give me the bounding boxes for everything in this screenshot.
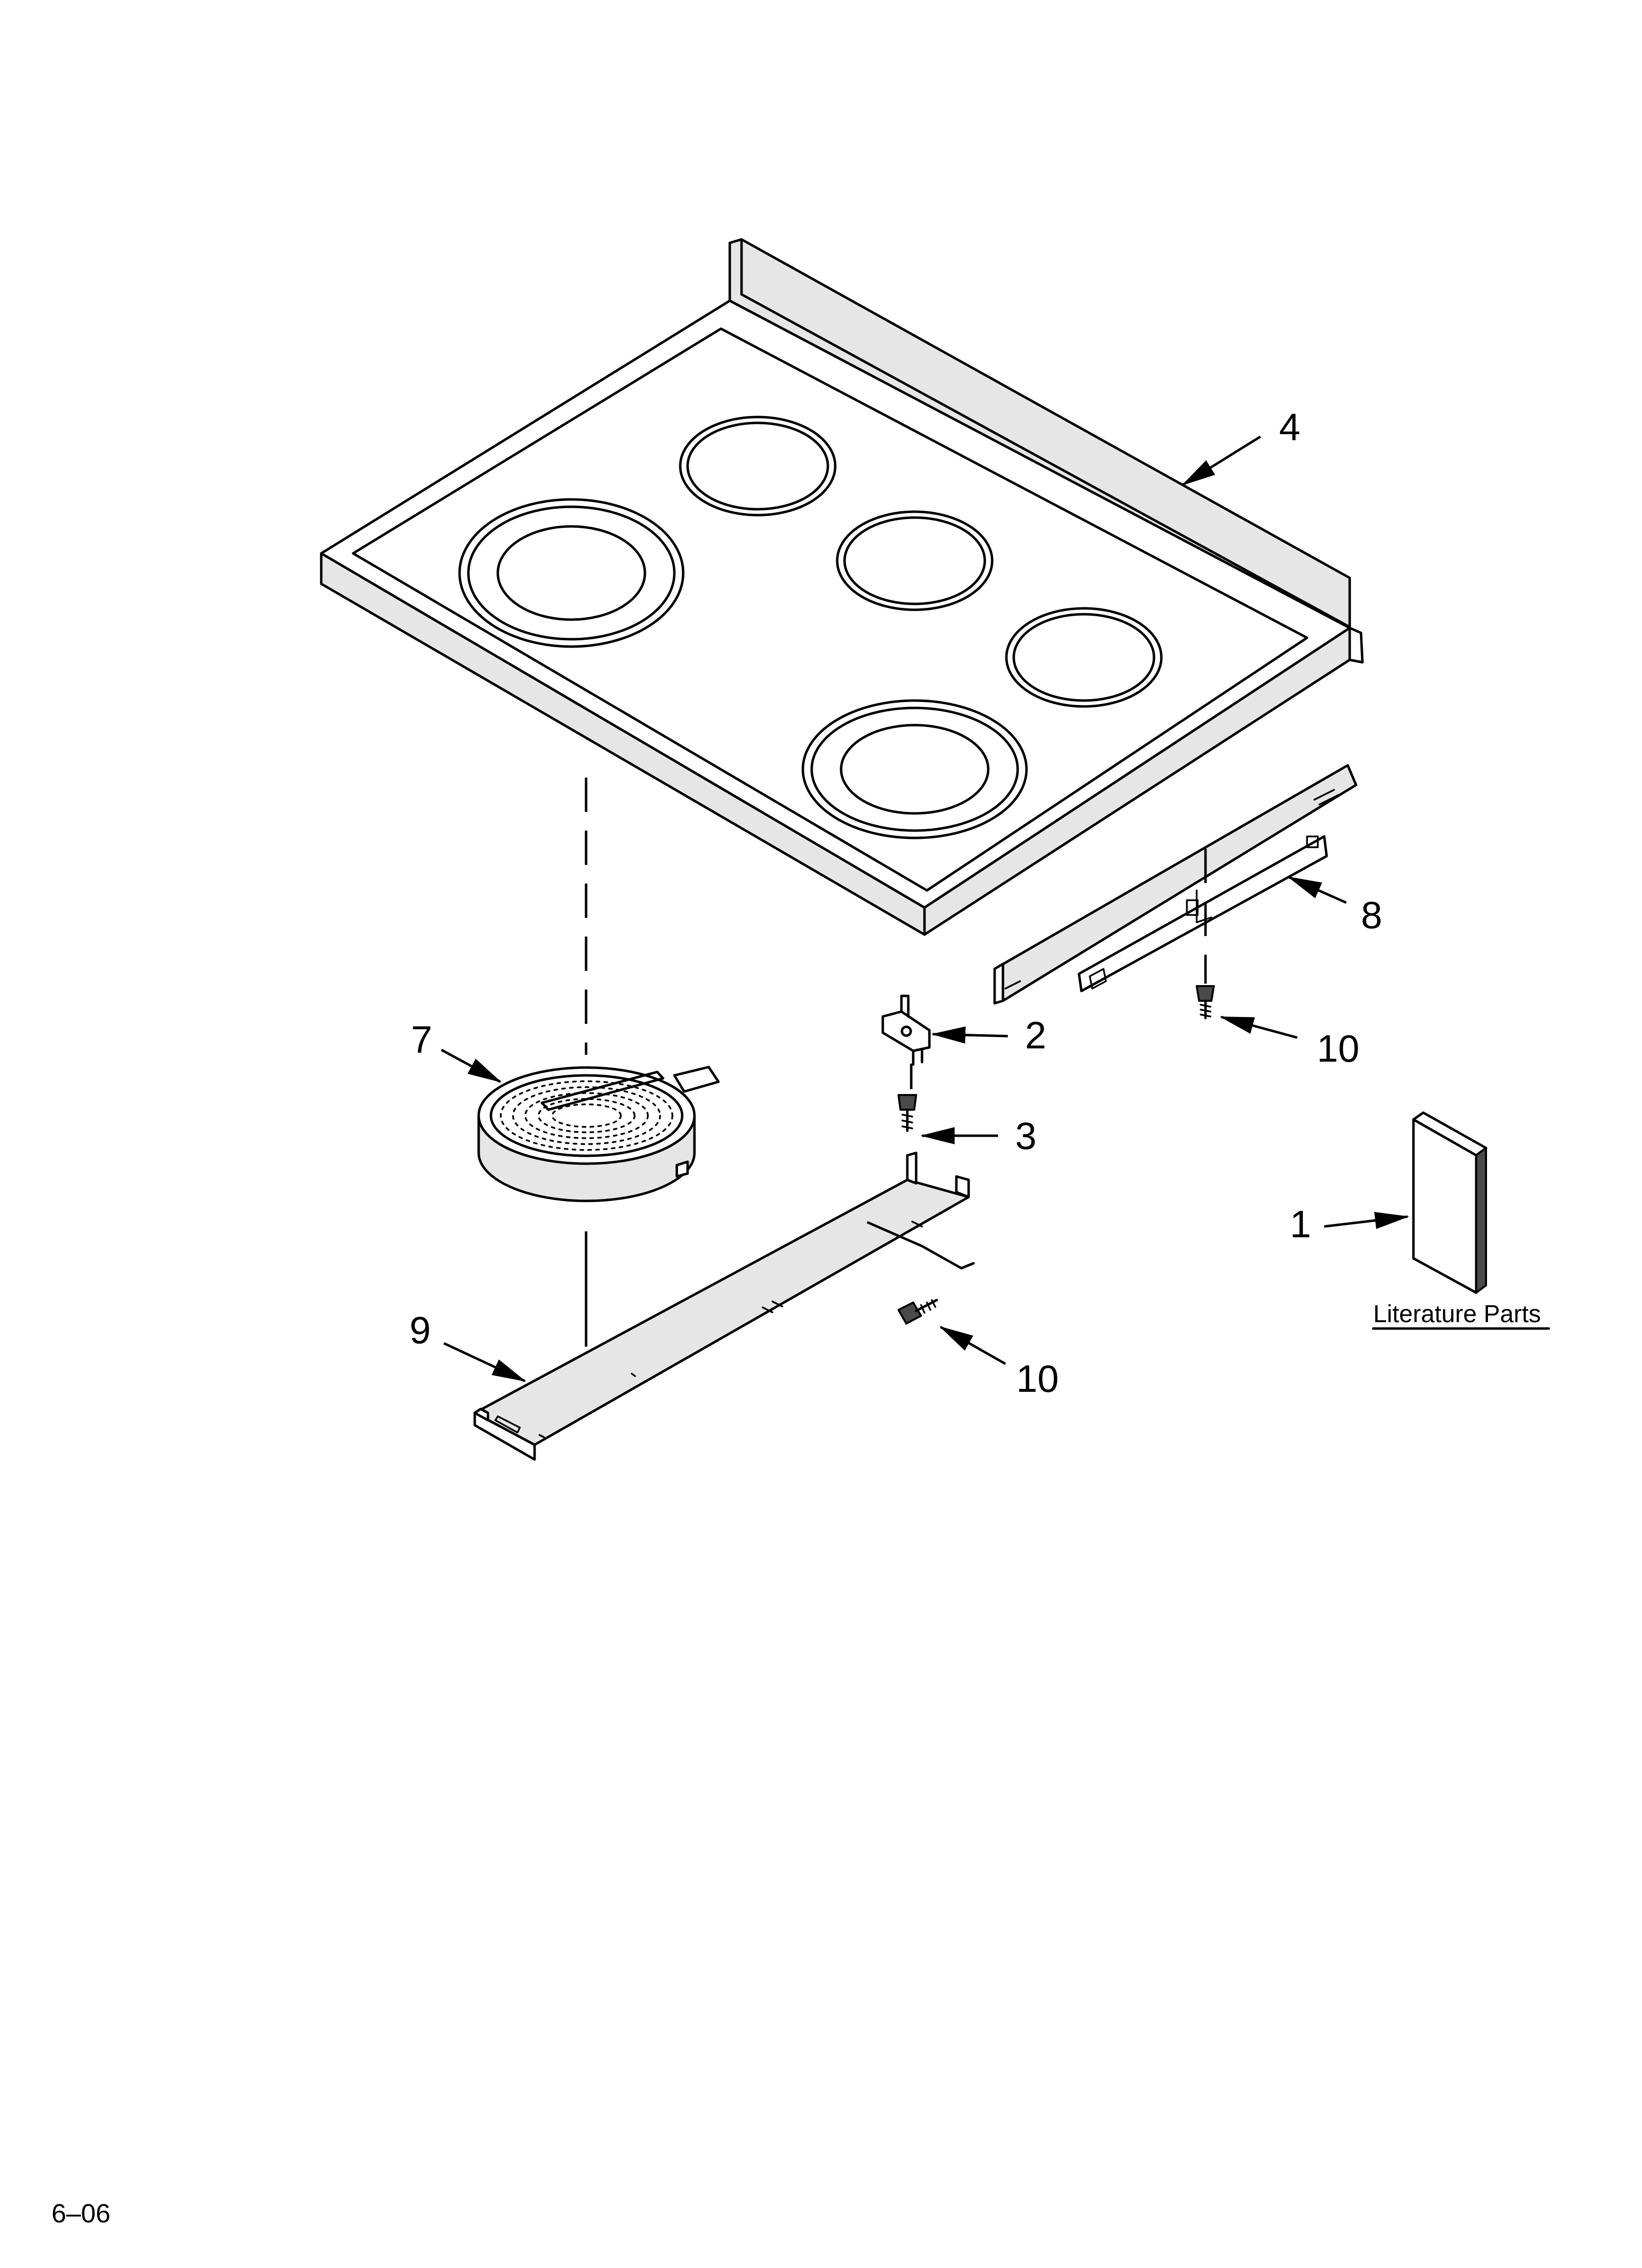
burner-center xyxy=(836,510,994,611)
leader-9 xyxy=(443,1342,527,1382)
clip xyxy=(881,994,931,1066)
leader-10-upper xyxy=(1219,1016,1298,1039)
callout-9: 9 xyxy=(410,1308,431,1352)
rear-bracket xyxy=(993,764,1358,1005)
callout-10-upper: 10 xyxy=(1317,1027,1360,1070)
burner-right-rear xyxy=(1005,607,1163,708)
cooktop-main-top xyxy=(320,238,1364,936)
leader-4 xyxy=(1181,435,1261,486)
screw-upper xyxy=(1196,985,1215,1019)
callout-1: 1 xyxy=(1290,1202,1311,1246)
callout-7: 7 xyxy=(411,1018,432,1061)
leader-2 xyxy=(931,1026,1008,1044)
leader-10-lower xyxy=(939,1326,1006,1365)
burner-left-rear xyxy=(679,416,837,517)
callout-3: 3 xyxy=(1015,1114,1036,1157)
burner-right-front xyxy=(801,699,1028,839)
callout-2: 2 xyxy=(1025,1014,1046,1057)
surface-element xyxy=(477,1066,720,1202)
leader-7 xyxy=(440,1048,502,1083)
front-bracket xyxy=(473,1151,975,1461)
footer-code: 6–06 xyxy=(51,2199,110,2228)
literature-parts-label: Literature Parts xyxy=(1373,1300,1541,1328)
literature-book xyxy=(1412,1111,1488,1294)
callout-10-lower: 10 xyxy=(1016,1357,1059,1400)
burner-left-front xyxy=(458,498,685,648)
leader-8 xyxy=(1287,876,1347,904)
callout-4: 4 xyxy=(1279,405,1300,448)
callout-8: 8 xyxy=(1361,893,1382,937)
leader-1 xyxy=(1324,1212,1410,1229)
screw-clip xyxy=(898,1094,917,1132)
screw-lower xyxy=(898,1299,938,1325)
